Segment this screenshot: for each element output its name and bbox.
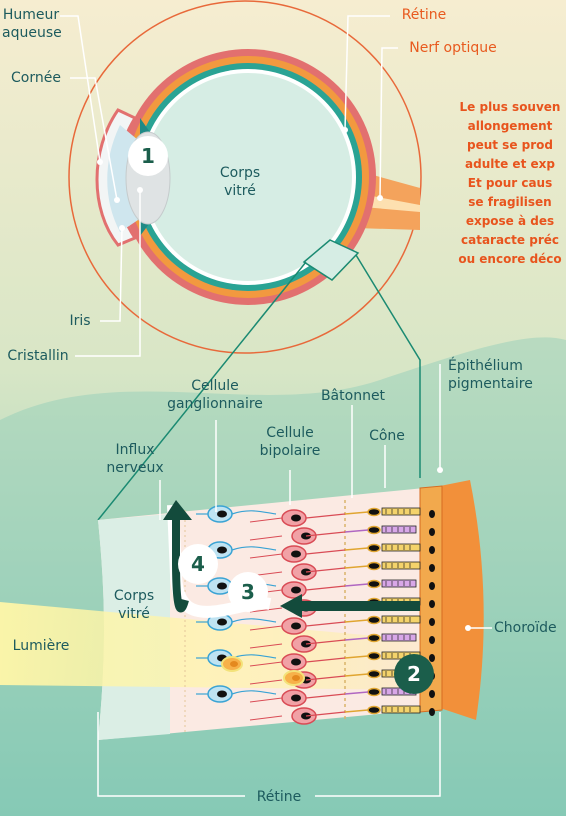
- cone-cell: [368, 527, 380, 534]
- label-iris: Iris: [60, 312, 100, 330]
- rod-cell: [368, 545, 380, 552]
- label-epithelium: Épithélium pigmentaire: [448, 357, 548, 393]
- step-1-badge: 1: [128, 136, 168, 176]
- label-corps-vitre-detail: Corps vitré: [108, 587, 160, 623]
- label-cellule-ganglionnaire: Cellule ganglionnaire: [160, 377, 270, 413]
- rod-cell: [368, 653, 380, 660]
- rod-cell: [368, 509, 380, 516]
- step-3-badge: 3: [228, 572, 268, 612]
- label-influx-nerveux: Influx nerveux: [100, 441, 170, 477]
- rod-cell: [368, 707, 380, 714]
- label-corps-vitre-eye: Corps vitré: [210, 164, 270, 200]
- label-cellule-bipolaire: Cellule bipolaire: [250, 424, 330, 460]
- step-4-badge: 4: [178, 544, 218, 584]
- label-cone: Cône: [365, 427, 409, 445]
- step-2-badge: 2: [394, 654, 434, 694]
- label-choroide: Choroïde: [494, 619, 566, 637]
- label-cristallin: Cristallin: [3, 347, 73, 365]
- label-retine-bottom: Rétine: [246, 788, 312, 806]
- side-text: Le plus souven allongement peut se prod …: [415, 98, 566, 269]
- label-cornee: Cornée: [3, 69, 69, 87]
- rod-cell: [368, 617, 380, 624]
- cone-cell: [368, 635, 380, 642]
- label-lumiere: Lumière: [10, 637, 72, 655]
- choroid-layer: [440, 480, 484, 720]
- rod-cell: [368, 563, 380, 570]
- label-nerf-optique: Nerf optique: [398, 39, 508, 57]
- label-baton: Bâtonnet: [311, 387, 395, 405]
- label-humeur-aqueuse: Humeur aqueuse: [2, 6, 60, 42]
- cone-cell: [368, 689, 380, 696]
- cone-cell: [368, 581, 380, 588]
- label-retine-top: Rétine: [394, 6, 454, 24]
- rod-cell: [368, 671, 380, 678]
